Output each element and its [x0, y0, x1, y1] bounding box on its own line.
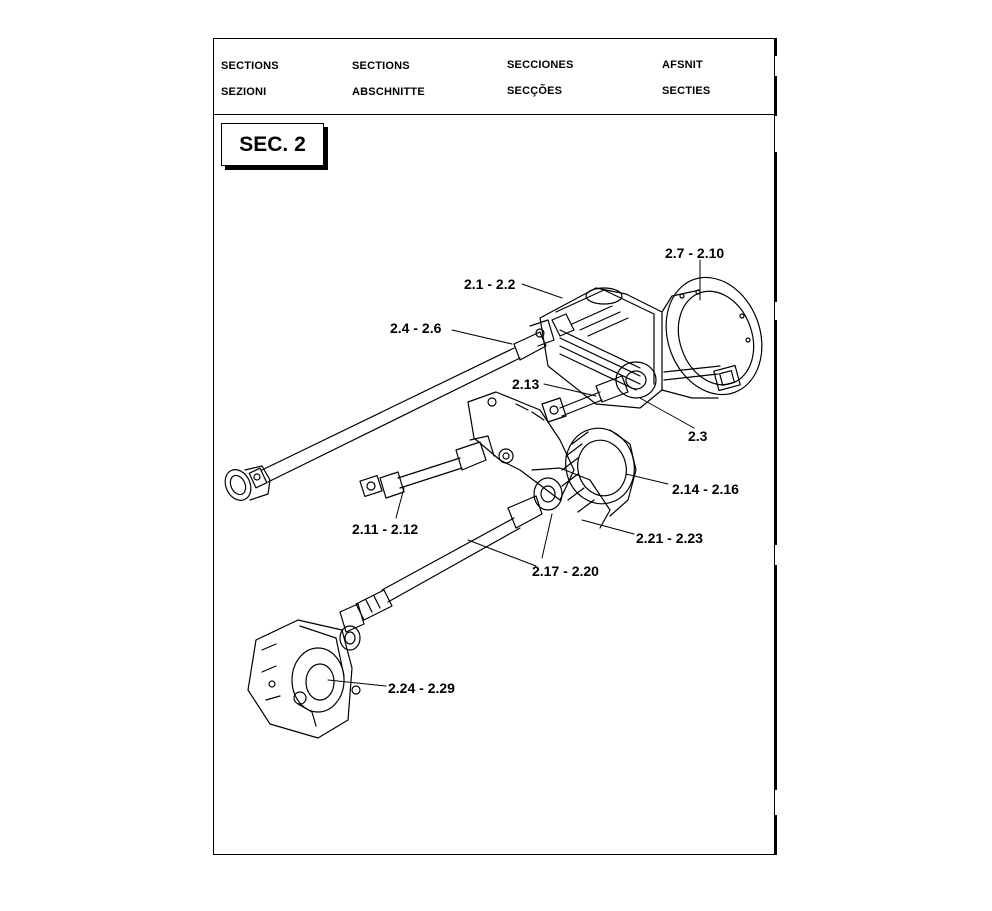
drive-shaft-long	[220, 320, 554, 505]
transmission-housing	[540, 288, 662, 408]
margin-mark	[775, 152, 777, 302]
header-label: SEZIONI	[221, 86, 267, 98]
callout-2-13: 2.13	[512, 376, 540, 392]
bell-housing	[650, 264, 777, 408]
callout-2-17: 2.17 - 2.20	[532, 563, 599, 579]
callout-2-3: 2.3	[688, 428, 708, 444]
callout-2-21: 2.21 - 2.23	[636, 530, 703, 546]
header-label: SECTIES	[662, 85, 711, 97]
callout-2-11: 2.11 - 2.12	[352, 521, 419, 537]
header-label: SECÇÕES	[507, 85, 563, 97]
header-divider	[213, 114, 775, 115]
callout-2-1: 2.1 - 2.2	[464, 276, 516, 292]
short-shaft	[542, 376, 628, 422]
universal-shaft	[360, 436, 494, 498]
callout-2-14: 2.14 - 2.16	[672, 481, 739, 497]
margin-mark	[775, 76, 777, 116]
callout-2-24: 2.24 - 2.29	[388, 680, 455, 696]
header-label: SECCIONES	[507, 59, 574, 71]
margin-mark	[775, 815, 777, 855]
margin-mark	[775, 38, 777, 56]
clutch-assembly	[532, 420, 643, 528]
margin-mark	[775, 320, 777, 545]
section-title: SEC. 2	[221, 123, 324, 166]
header-label: ABSCHNITTE	[352, 86, 425, 98]
mounting-plate	[468, 392, 574, 500]
gearbox	[248, 604, 364, 738]
header-label: AFSNIT	[662, 59, 703, 71]
output-shaft	[356, 496, 542, 620]
header-label: SECTIONS	[221, 60, 279, 72]
margin-mark	[775, 565, 777, 790]
page-frame	[213, 38, 775, 855]
callout-2-4: 2.4 - 2.6	[390, 320, 442, 336]
callout-2-7: 2.7 - 2.10	[665, 245, 725, 261]
header-label: SECTIONS	[352, 60, 410, 72]
leader-lines	[328, 260, 700, 686]
